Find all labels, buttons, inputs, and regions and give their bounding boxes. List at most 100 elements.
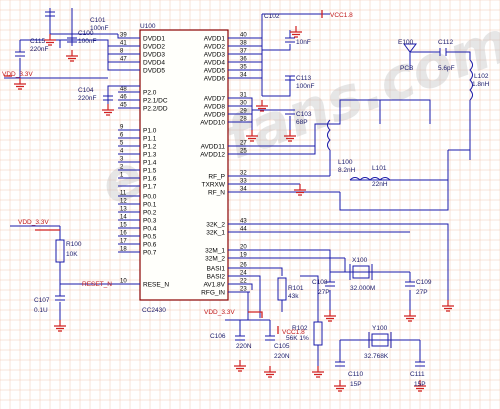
pin-number: 46 (120, 95, 127, 101)
label-c102-ref: C102 (264, 13, 280, 20)
label-c101-ref: C101 (90, 17, 106, 24)
cap-c108 (325, 281, 335, 287)
pin-number: 24 (240, 271, 247, 277)
pin-number: 44 (240, 227, 247, 233)
label-c107-ref: C107 (34, 297, 50, 304)
ground-icon (290, 26, 302, 38)
pin-name: AVDD5 (204, 68, 226, 75)
net-vdd33-mid: VDD_3.3V (18, 219, 49, 226)
pin-number: 12 (120, 199, 127, 205)
wire-c113 (262, 76, 291, 97)
ground-icon (102, 104, 114, 116)
label-c101-val: 100nF (90, 25, 108, 32)
cap-c112 (439, 48, 447, 56)
label-l102-val: 1.8nH (472, 81, 490, 88)
pin-name: RF_P (208, 174, 225, 181)
label-c107-val: 0.1U (34, 307, 48, 314)
wire-avdd7-10 (228, 97, 253, 130)
label-c109-ref: C109 (416, 279, 432, 286)
label-c110-val: 15P (350, 381, 362, 388)
pin-number: 48 (120, 87, 127, 93)
pin-number: 20 (240, 245, 247, 251)
net-labels: VDD_3.3V VDD_3.3V VDD_3.3V VCC1.8 VCC1.8… (2, 12, 353, 336)
resistors (55, 239, 323, 346)
pin-number: 1 (120, 173, 124, 179)
pin-number: 18 (120, 247, 127, 253)
pin-number: 4 (120, 149, 124, 155)
ground-symbols (14, 26, 454, 392)
pin-number: 43 (240, 219, 247, 225)
component-labels: C101 100nF C100 100nF C115 220nF C104 22… (30, 13, 490, 388)
pin-name: P0.0 (143, 194, 157, 201)
pin-number: 40 (240, 33, 247, 39)
label-r102-ref: R102 (292, 325, 308, 332)
pin-number: 36 (240, 57, 247, 63)
cap-c106 (235, 335, 245, 341)
pin-name: AVDD3 (204, 52, 226, 59)
wire-dvdd-bus (20, 39, 140, 71)
label-c112-val: 5.6pF (438, 65, 455, 72)
pin-name: P1.6 (143, 176, 157, 183)
pin-number: 30 (240, 101, 247, 107)
cap-c104 (103, 95, 113, 101)
net-vcc18-top: VCC1.8 (330, 12, 353, 19)
pin-name: P1.5 (143, 168, 157, 175)
pin-number: 10 (120, 279, 127, 285)
label-r101-ref: R101 (288, 285, 304, 292)
pin-number: 31 (240, 93, 247, 99)
pin-name: RESE_N (143, 282, 169, 289)
pin-name: P2.1/DC (143, 98, 168, 105)
pin-name: 32K_1 (206, 230, 225, 237)
label-c113-ref: C113 (296, 75, 311, 82)
pin-number: 32 (240, 171, 247, 177)
ground-icon (234, 360, 246, 372)
net-vdd33-bottom: VDD_3.3V (204, 309, 235, 316)
pin-number: 47 (120, 57, 127, 63)
pin-name: P0.6 (143, 242, 157, 249)
net-reset: RESET_N (82, 281, 112, 288)
label-x100-val: 32.000M (350, 285, 375, 292)
pin-number: 35 (240, 65, 247, 71)
pin-number: 41 (120, 41, 127, 47)
power-rails (4, 10, 323, 334)
pin-name: AVDD6 (204, 76, 226, 83)
crystals (349, 264, 392, 348)
ground-icon (14, 78, 26, 90)
pin-name: P0.3 (143, 218, 157, 225)
pin-name: P2.0 (143, 90, 157, 97)
pin-number: 27 (240, 141, 247, 147)
pin-number: 25 (240, 149, 247, 155)
wires (4, 8, 471, 366)
capacitors (15, 11, 447, 367)
pin-number: 14 (120, 215, 127, 221)
cap-c109 (405, 281, 415, 287)
label-c108-ref: C108 (312, 279, 328, 286)
wire-basi (228, 267, 283, 321)
cap-c102 (285, 37, 295, 43)
label-x100-ref: X100 (352, 257, 368, 264)
pin-number: 13 (120, 207, 127, 213)
cap-c100 (67, 37, 77, 43)
pin-name: P1.0 (143, 128, 157, 135)
pin-name: AV1.8V (203, 282, 225, 289)
wire-dvdd-top (49, 8, 140, 46)
pin-name: P1.4 (143, 160, 157, 167)
label-c111-val: 15P (414, 381, 426, 388)
pin-number: 45 (120, 103, 127, 109)
ground-icon (284, 130, 296, 142)
pin-name: AVDD4 (204, 60, 226, 67)
ground-icon (294, 184, 306, 196)
label-c104-ref: C104 (78, 87, 94, 94)
cap-c107 (55, 295, 65, 301)
net-vdd33-left: VDD_3.3V (2, 71, 33, 78)
wire-vcc18-top (261, 13, 330, 38)
label-c105-ref: C105 (274, 343, 290, 350)
pin-name: P0.4 (143, 226, 157, 233)
label-l102-ref: L102 (474, 73, 489, 80)
ground-icon (312, 366, 324, 378)
wire-r102 (300, 275, 319, 366)
pin-name: P0.1 (143, 202, 157, 209)
inductors (327, 59, 473, 181)
